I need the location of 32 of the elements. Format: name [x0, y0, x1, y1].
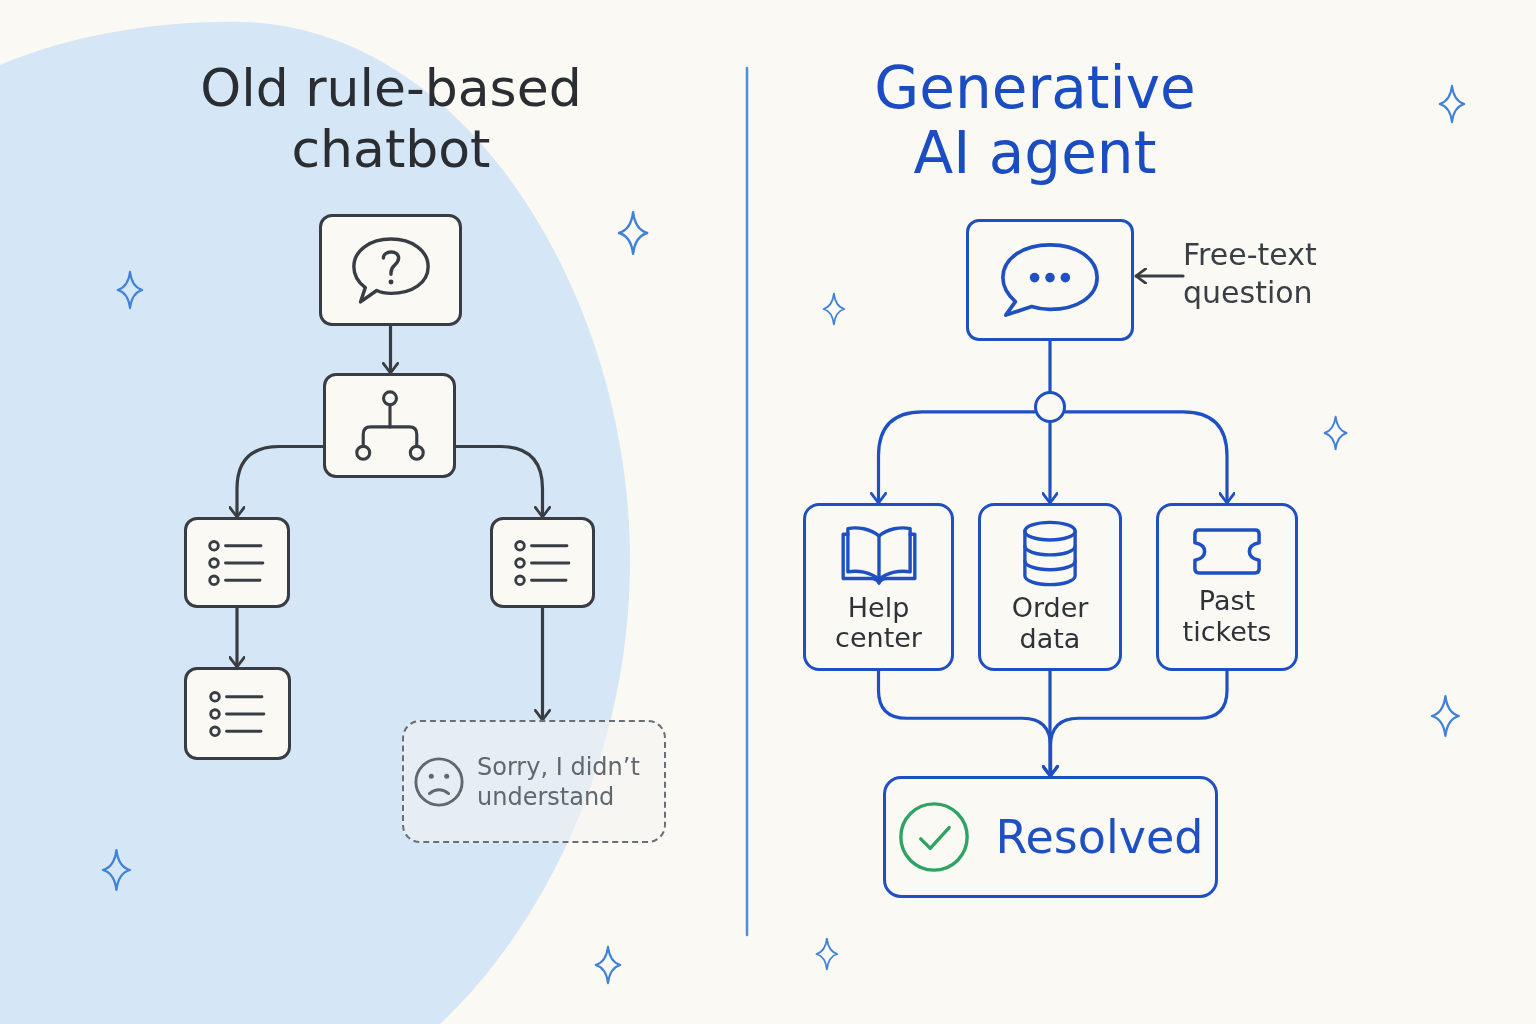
- process-box: [490, 517, 595, 608]
- annotation-text: Free-text question: [1183, 236, 1363, 311]
- source-box: [1156, 503, 1298, 671]
- source-label: Help center: [834, 592, 923, 654]
- process-box: [184, 667, 291, 760]
- message-text: Sorry, I didn’t understand: [477, 751, 641, 812]
- arrow: [869, 410, 1037, 505]
- source-box: [978, 503, 1122, 671]
- heading: Old rule-based chatbot: [199, 58, 583, 181]
- process-box: [184, 517, 290, 608]
- chat-box: [966, 219, 1134, 341]
- arrow: [381, 324, 400, 375]
- arrow: [533, 606, 552, 722]
- junction-circle: [1034, 391, 1066, 423]
- arrow: [1134, 267, 1185, 285]
- message-box: [402, 720, 666, 843]
- arrow: [1041, 669, 1229, 778]
- connector-line: [1048, 339, 1052, 393]
- arrow: [1063, 410, 1236, 505]
- status-label: Resolved: [995, 811, 1204, 863]
- arrow: [228, 444, 325, 519]
- result-box: [883, 776, 1218, 898]
- process-box: [319, 214, 462, 326]
- heading: Generative AI agent: [873, 56, 1197, 186]
- decision-box: [323, 373, 456, 478]
- source-label: Past tickets: [1181, 586, 1273, 647]
- arrow: [1041, 669, 1059, 778]
- arrow: [454, 444, 552, 519]
- arrow: [1041, 421, 1059, 505]
- source-label: Order data: [1010, 593, 1090, 654]
- source-box: [803, 503, 954, 671]
- arrow: [228, 606, 246, 669]
